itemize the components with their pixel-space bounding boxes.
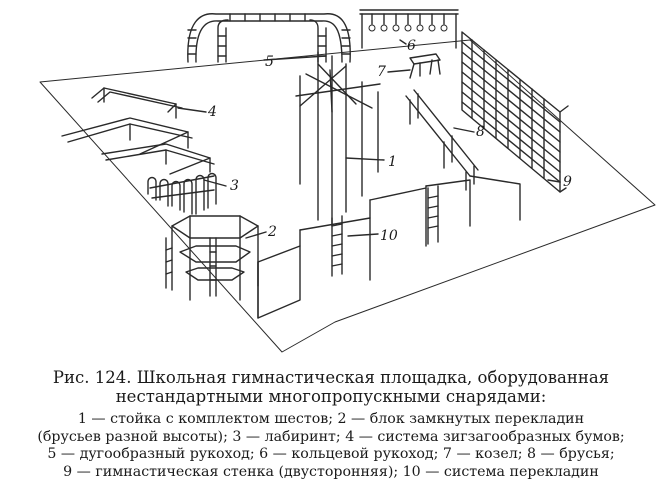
- leader-lines: [177, 39, 561, 239]
- labyrinth: [147, 172, 217, 215]
- pole-stand: [295, 51, 381, 227]
- callout-6: 6: [407, 38, 416, 54]
- callout-2: 2: [267, 224, 277, 240]
- crossbar-system: [257, 175, 521, 319]
- vaulting-goat: [409, 53, 441, 79]
- caption-title-line-2: нестандартными многопропускными снарядам…: [115, 387, 547, 406]
- callout-1: 1: [388, 154, 397, 170]
- playground-diagram: 1 2 3 4 5 6 7 8 9 10: [39, 9, 656, 353]
- crossbar-block: [165, 215, 259, 301]
- caption-title-line-1: Рис. 124. Школьная гимнастическая площад…: [52, 368, 610, 387]
- legend-line-3: 5 — дугообразный рукоход; 6 — кольцевой …: [47, 446, 615, 462]
- ground-platform: [39, 39, 656, 353]
- figure-legend: 1 — стойка с комплектом шестов; 2 — блок…: [0, 411, 662, 481]
- legend-line-4: 9 — гимнастическая стенка (двусторонняя)…: [63, 463, 599, 480]
- zigzag-beams: [61, 87, 215, 175]
- callout-8: 8: [476, 124, 485, 140]
- callout-5: 5: [265, 54, 274, 70]
- callout-4: 4: [207, 104, 217, 120]
- legend-line-1: 1 — стойка с комплектом шестов; 2 — блок…: [77, 411, 585, 427]
- wall-bars: [461, 31, 569, 193]
- callout-7: 7: [377, 64, 386, 80]
- figure-caption: Рис. 124. Школьная гимнастическая площад…: [0, 368, 662, 406]
- ring-traverse: [359, 9, 459, 49]
- callout-10: 10: [380, 228, 398, 244]
- callout-3: 3: [230, 178, 239, 194]
- callout-9: 9: [563, 174, 572, 190]
- legend-line-2: (брусьев разной высоты); 3 — лабиринт; 4…: [37, 428, 625, 445]
- parallel-bars: [405, 89, 479, 191]
